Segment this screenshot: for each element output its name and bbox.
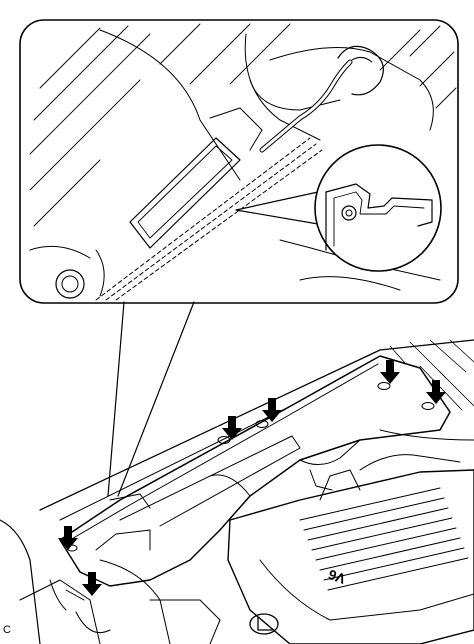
arrow-down-icon: [380, 360, 400, 384]
engine-badge: V6: [326, 566, 348, 587]
arrow-down-icon: [82, 572, 102, 596]
arrow-callouts: [58, 360, 446, 596]
clip-detail-magnifier: [314, 144, 442, 272]
arrow-down-icon: [58, 526, 78, 550]
lexus-emblem: [249, 613, 279, 635]
engine-bay-illustration: V6: [0, 339, 474, 644]
arrow-down-icon: [262, 398, 282, 422]
arrow-down-icon: [426, 380, 446, 404]
arrow-down-icon: [222, 416, 242, 440]
detail-inset: [19, 19, 459, 304]
inset-leader: [107, 301, 195, 497]
illustration-code: C: [3, 624, 11, 636]
